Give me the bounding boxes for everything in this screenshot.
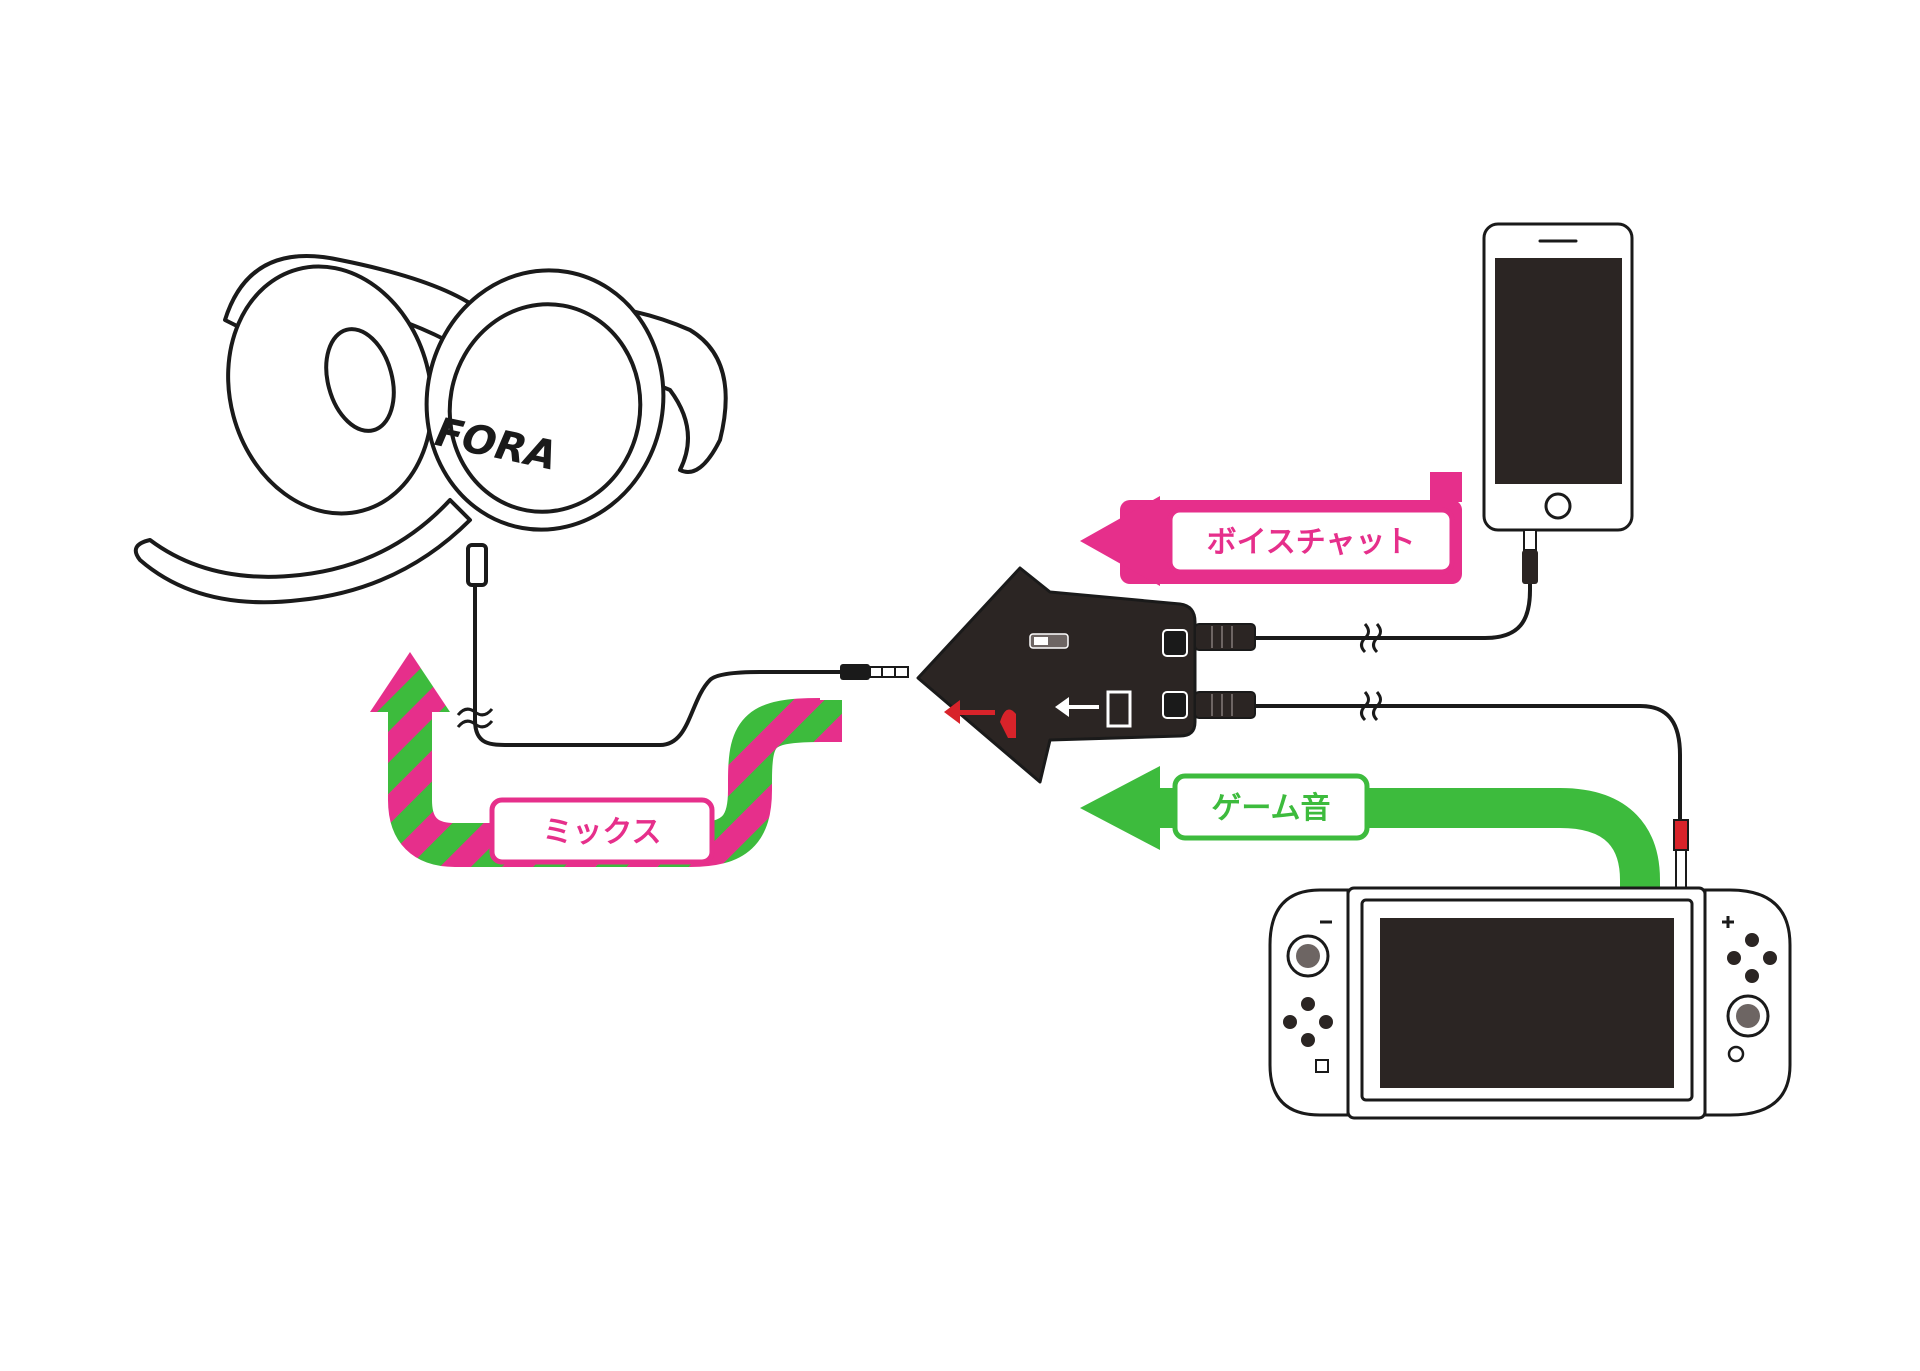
mix-text: ミックス xyxy=(542,815,661,850)
headphone-arrow-marker xyxy=(944,700,1016,738)
audio-plug xyxy=(840,664,909,680)
mix-arrow xyxy=(370,652,842,867)
phone-input-marker xyxy=(1055,690,1132,728)
audio-mixer-icon xyxy=(916,566,1256,784)
game-audio-text: ゲーム音 xyxy=(1211,791,1330,826)
mix-label: ミックス xyxy=(489,797,715,865)
game-audio-label: ゲーム音 xyxy=(1172,773,1370,841)
headset-icon xyxy=(133,254,728,605)
voice-chat-text: ボイスチャット xyxy=(1207,525,1416,560)
cable-break-marks xyxy=(456,623,1382,729)
game-audio-arrow xyxy=(1080,766,1660,890)
voice-chat-label: ボイスチャット xyxy=(1167,507,1455,575)
cables xyxy=(473,540,1682,820)
smartphone-icon xyxy=(1482,222,1634,584)
game-console-icon xyxy=(1268,819,1792,1120)
